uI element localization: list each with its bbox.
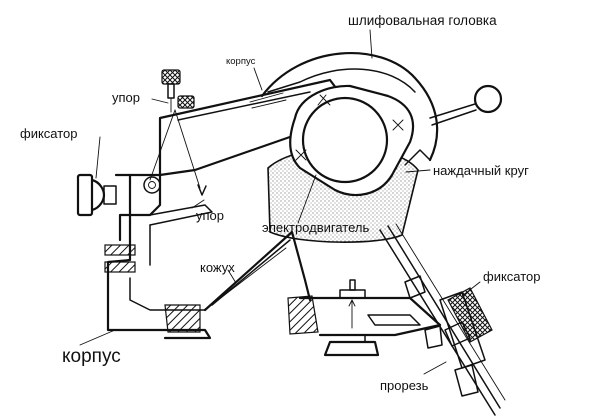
- label-grinding-head: шлифовальная головка: [348, 13, 497, 28]
- label-housing-big: корпус: [62, 346, 121, 367]
- label-housing-small: корпус: [226, 56, 256, 67]
- motor-circle: [301, 96, 389, 184]
- handle-knob: [473, 84, 503, 114]
- clamp-knob-right: [447, 287, 493, 343]
- slide-right: [379, 223, 506, 416]
- label-clamp-left: фиксатор: [20, 126, 78, 141]
- stop-screw-top: [149, 69, 207, 196]
- casing: [203, 230, 312, 312]
- label-casing: кожух: [200, 260, 235, 275]
- leader-lines: [79, 29, 481, 375]
- clamp-knob-left: [76, 173, 94, 217]
- body-left: [76, 173, 213, 340]
- label-grinding-wheel: наждачный круг: [433, 163, 529, 178]
- label-slot: прорезь: [380, 378, 429, 393]
- grinding-head: [260, 51, 503, 166]
- base-bottom: [287, 279, 442, 357]
- label-stop-bottom: упор: [196, 208, 224, 223]
- motor-and-wheel: [267, 84, 419, 243]
- label-clamp-right: фиксатор: [483, 269, 541, 284]
- label-stop-top: упор: [112, 90, 140, 105]
- label-electric-motor: электродвигатель: [262, 220, 369, 235]
